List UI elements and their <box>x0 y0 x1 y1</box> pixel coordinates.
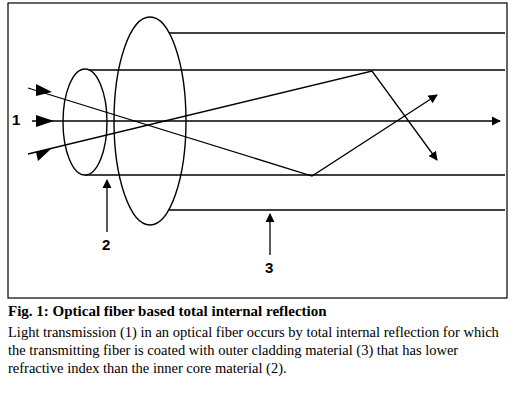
cladding-edge <box>150 209 505 210</box>
callout-number: 1 <box>12 111 20 128</box>
input-arrowhead <box>36 148 52 161</box>
figure-frame <box>8 3 507 298</box>
input-arrowhead <box>36 84 52 96</box>
light-ray <box>28 88 437 176</box>
caption-body: Light transmission (1) in an optical fib… <box>8 323 508 377</box>
cladding-edge <box>150 32 505 33</box>
callout-number: 3 <box>265 259 273 276</box>
core-edge <box>85 174 505 175</box>
figure-caption: Fig. 1: Optical fiber based total intern… <box>8 303 327 320</box>
core-edge <box>85 69 505 70</box>
core-face <box>63 69 107 175</box>
light-ray <box>28 71 437 160</box>
leader-arrow <box>106 180 107 232</box>
input-arrowhead <box>36 115 54 127</box>
callout-number: 2 <box>102 236 110 253</box>
light-ray <box>32 120 500 121</box>
leader-arrow <box>269 214 270 255</box>
